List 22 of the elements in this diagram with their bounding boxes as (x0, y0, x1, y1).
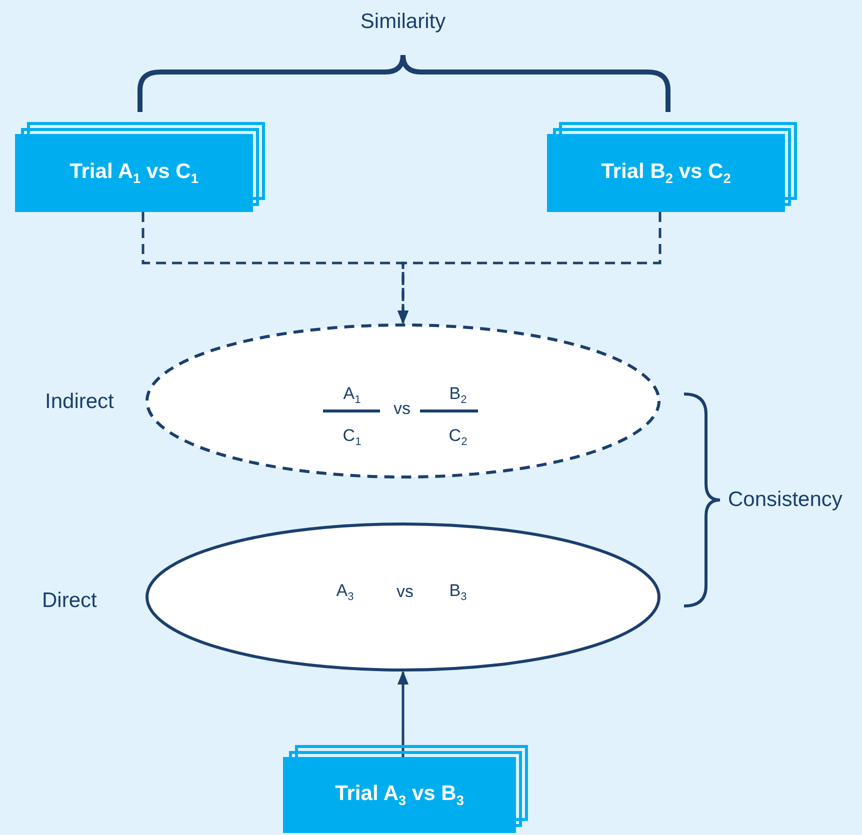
side-label: Indirect (45, 390, 114, 414)
annotation-label: Similarity (360, 10, 446, 34)
arrow (397, 670, 409, 757)
side-label: Direct (42, 589, 97, 613)
ellipse-text: vs (396, 582, 414, 602)
ellipse-text: A$_{1}$ (343, 384, 361, 406)
ellipse-text: A$_{3}$ (336, 580, 354, 604)
direct-comparison-ellipse (145, 522, 661, 672)
trial-card-stack (15, 122, 265, 212)
annotation-label: Consistency (728, 488, 842, 512)
ellipse-text: B$_{2}$ (449, 384, 467, 406)
trial-label: Trial B$_{2}$ vs C$_{2}$ (601, 160, 731, 186)
ellipse-text: C$_{2}$ (448, 426, 468, 448)
ellipse-text: B$_{3}$ (449, 580, 467, 604)
trial-card-stack (547, 122, 797, 212)
trial-card-stack (283, 745, 528, 833)
trial-label: Trial A$_{1}$ vs C$_{1}$ (70, 160, 198, 186)
indirect-comparison-ellipse (145, 323, 661, 479)
ellipse-text: C$_{1}$ (342, 426, 362, 448)
arrow (397, 212, 662, 324)
trial-label: Trial A$_{3}$ vs B$_{3}$ (335, 782, 464, 808)
ellipse-text: vs (394, 399, 410, 419)
